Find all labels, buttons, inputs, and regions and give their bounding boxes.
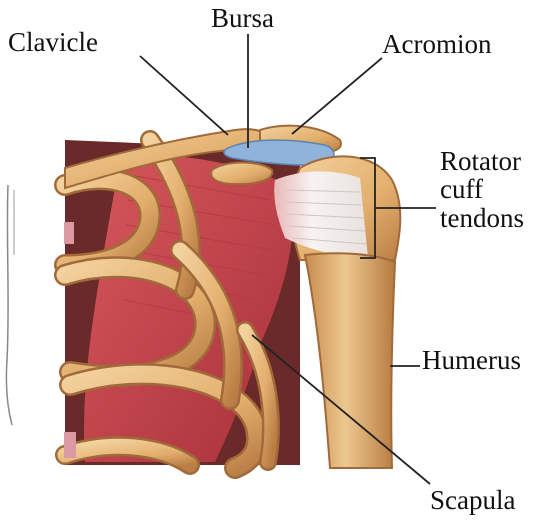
acromion-leader	[292, 58, 382, 134]
bursa-label: Bursa	[211, 4, 274, 32]
torso-outline	[6, 185, 12, 425]
humerus-label: Humerus	[422, 346, 521, 374]
humerus-shaft	[305, 253, 395, 468]
rotator-cuff-label-line3: tendons	[440, 204, 524, 232]
rotator-cuff-label: Rotator cuff tendons	[440, 147, 524, 232]
costal-cartilage	[64, 222, 74, 244]
clavicle-leader	[140, 56, 228, 135]
rotator-cuff-label-line1: Rotator	[440, 147, 524, 175]
costal-cartilage	[64, 432, 76, 458]
clavicle-label: Clavicle	[8, 28, 98, 56]
coracoid-process	[211, 163, 272, 185]
scapula-label: Scapula	[430, 486, 515, 514]
acromion-label: Acromion	[382, 30, 491, 58]
rotator-cuff-label-line2: cuff	[440, 175, 524, 203]
